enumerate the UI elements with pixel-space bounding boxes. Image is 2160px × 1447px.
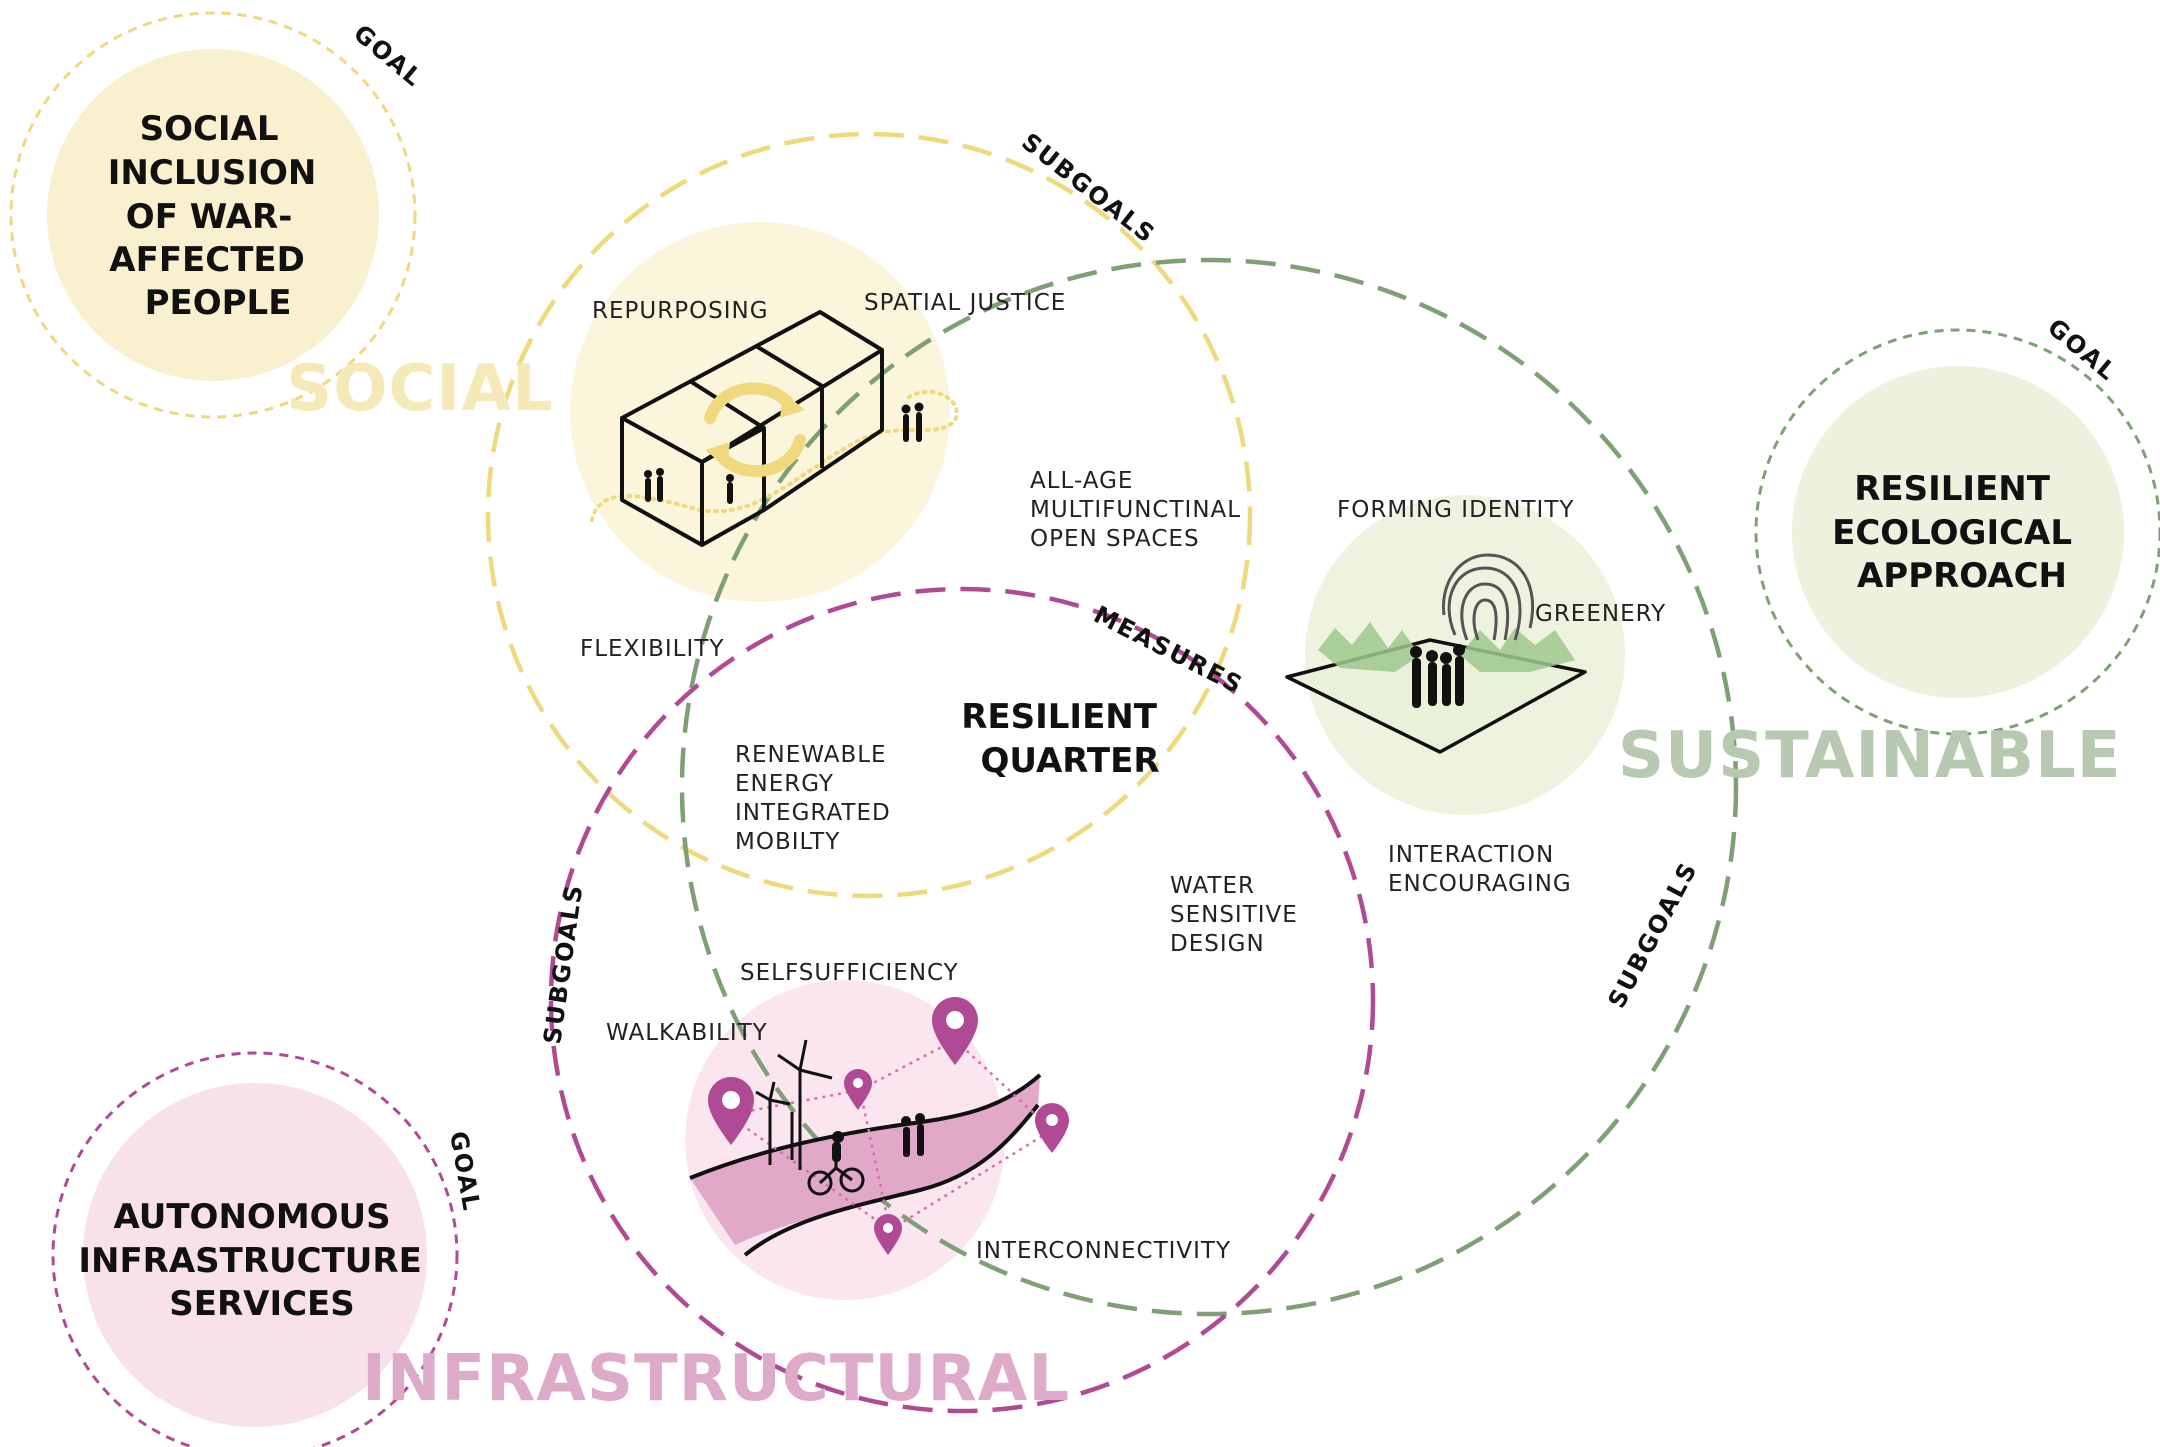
connection-lines xyxy=(727,1038,1053,1232)
goal-social-tag: GOAL xyxy=(348,19,428,93)
goal-sustainable-tag: GOAL xyxy=(2042,313,2122,387)
label-water-design: WATER SENSITIVE DESIGN xyxy=(1170,873,1306,957)
goal-infra-title: AUTONOMOUS INFRASTRUCTURE SERVICES xyxy=(78,1197,433,1324)
people-silhouettes xyxy=(644,402,924,504)
goal-social-line: AFFECTED xyxy=(109,240,305,280)
cyclist-head xyxy=(832,1131,844,1143)
location-pin-icon xyxy=(932,997,978,1065)
recycle-arrowhead-icon xyxy=(780,392,805,418)
social-illustration-bg xyxy=(570,222,950,602)
social-ring xyxy=(485,131,1253,899)
infra-subgoals-tag: SUBGOALS xyxy=(538,882,588,1046)
box-right xyxy=(762,350,884,512)
goal-sustainable-line: ECOLOGICAL xyxy=(1832,513,2072,553)
goal-infra-line: INFRASTRUCTURE xyxy=(78,1241,421,1281)
resilient-quarter-title: RESILIENT QUARTER xyxy=(961,697,1169,781)
greenery-illustration xyxy=(1285,553,1587,754)
location-pin-icon xyxy=(1035,1103,1069,1153)
infrastructure-illustration xyxy=(689,997,1069,1257)
goal-sustainable-title: RESILIENT ECOLOGICAL APPROACH xyxy=(1832,469,2084,596)
goal-infra: GOAL AUTONOMOUS INFRASTRUCTURE SERVICES xyxy=(51,1051,486,1447)
shrubs xyxy=(1318,622,1575,672)
goal-sustainable-fill xyxy=(1792,366,2124,698)
goal-infra-fill xyxy=(83,1083,427,1427)
center-title-line: QUARTER xyxy=(980,741,1159,781)
goal-sustainable-line: APPROACH xyxy=(1857,556,2067,596)
wind-turbines xyxy=(755,1039,833,1170)
goal-social-fill xyxy=(47,49,379,381)
walking-path xyxy=(590,389,959,522)
repurposing-illustration xyxy=(590,310,959,547)
pillar-sustainable: SUSTAINABLE xyxy=(1618,719,2122,793)
recycle-arrowhead-icon xyxy=(705,442,730,468)
goal-social-title: SOCIAL INCLUSION OF WAR- AFFECTED PEOPLE xyxy=(108,109,328,323)
label-greenery: GREENERY xyxy=(1535,601,1666,627)
goal-social: GOAL SOCIAL INCLUSION OF WAR- AFFECTED P… xyxy=(9,11,428,419)
sustainable-subgoals-tag: SUBGOALS xyxy=(1603,857,1704,1013)
label-interconnectivity: INTERCONNECTIVITY xyxy=(976,1238,1231,1264)
label-spatial-justice: SPATIAL JUSTICE xyxy=(864,290,1066,316)
label-repurposing: REPURPOSING xyxy=(592,298,769,324)
sustainable-ring xyxy=(679,257,1739,1317)
fingerprint-icon xyxy=(1441,553,1535,641)
recycle-arrows-icon xyxy=(704,382,806,478)
label-selfsufficiency: SELFSUFFICIENCY xyxy=(740,960,959,986)
location-pin-icon xyxy=(708,1077,754,1145)
goal-social-line: SOCIAL xyxy=(140,109,279,149)
goal-infra-ring xyxy=(51,1051,459,1447)
goal-infra-line: AUTONOMOUS xyxy=(113,1197,390,1237)
pillar-social: SOCIAL xyxy=(286,352,554,426)
location-pin-icon xyxy=(844,1069,872,1110)
label-open-spaces: ALL-AGE MULTIFUNCTINAL OPEN SPACES xyxy=(1030,468,1249,552)
social-subgoals-tag: SUBGOALS xyxy=(1016,128,1161,250)
pillar-infra: INFRASTRUCTURAL xyxy=(362,1342,1070,1416)
box-divider-2 xyxy=(754,344,824,388)
goal-infra-line: SERVICES xyxy=(169,1284,355,1324)
goal-social-line: OF WAR- xyxy=(126,197,293,237)
label-renewable: RENEWABLE ENERGY INTEGRATED MOBILTY xyxy=(735,742,899,855)
goal-social-ring xyxy=(9,11,417,419)
location-pin-icon xyxy=(874,1214,902,1255)
box-divider-1 xyxy=(688,379,766,430)
pedestrians xyxy=(901,1113,925,1157)
group-of-people xyxy=(1410,644,1465,708)
goal-sustainable-ring xyxy=(1754,328,2160,736)
cyclist-body xyxy=(832,1142,841,1162)
goal-infra-tag: GOAL xyxy=(444,1129,486,1214)
center-title-line: RESILIENT xyxy=(961,697,1158,737)
infra-ring xyxy=(548,586,1376,1414)
goal-social-line: INCLUSION xyxy=(108,153,317,193)
road-edge xyxy=(689,1073,1042,1180)
road-edge xyxy=(743,1103,1040,1257)
label-forming-identity: FORMING IDENTITY xyxy=(1337,497,1574,523)
label-flexibility: FLEXIBILITY xyxy=(580,636,724,662)
goal-social-line: PEOPLE xyxy=(145,283,292,323)
label-walkability: WALKABILITY xyxy=(606,1020,768,1046)
goal-sustainable-line: RESILIENT xyxy=(1854,469,2051,509)
goal-sustainable: GOAL RESILIENT ECOLOGICAL APPROACH xyxy=(1754,313,2160,736)
label-interaction: INTERACTION ENCOURAGING xyxy=(1388,842,1572,897)
